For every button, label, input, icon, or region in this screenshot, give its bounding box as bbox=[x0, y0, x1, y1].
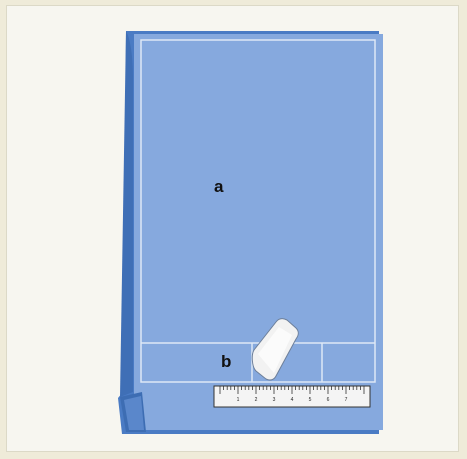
paper-front-sheet bbox=[134, 34, 383, 430]
ruler-icon: 1 2 3 4 5 6 7 bbox=[213, 385, 371, 408]
label-a: a bbox=[214, 177, 224, 196]
eraser-icon bbox=[251, 318, 299, 381]
ruler-number: 4 bbox=[291, 397, 294, 403]
guide-frame bbox=[140, 39, 376, 383]
ruler-number: 7 bbox=[345, 397, 348, 403]
ruler-number: 3 bbox=[273, 397, 276, 403]
ruler-number: 2 bbox=[255, 397, 258, 403]
ruler-number: 5 bbox=[309, 397, 312, 403]
ruler-numbers: 1 2 3 4 5 6 7 bbox=[237, 397, 348, 403]
ruler-ticks bbox=[219, 386, 365, 394]
paper-fold-highlight bbox=[124, 396, 144, 430]
ruler-number: 6 bbox=[327, 397, 330, 403]
label-b: b bbox=[221, 352, 232, 371]
ruler-number: 1 bbox=[237, 397, 240, 403]
paper-curl-left bbox=[120, 31, 133, 397]
